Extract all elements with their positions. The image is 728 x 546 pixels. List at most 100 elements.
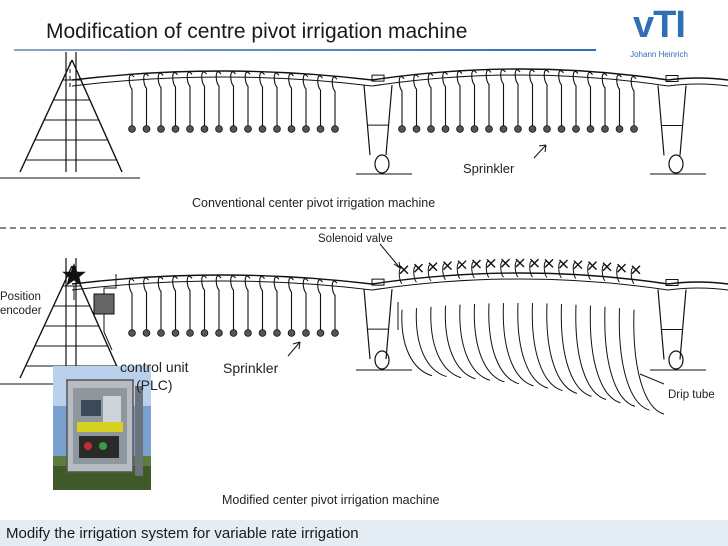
valve-loop-8 <box>514 260 521 278</box>
solenoid-valve-15 <box>617 263 626 273</box>
top-sprinkler-b-0-nozzle <box>398 125 406 133</box>
top-sprinkler-7-hose <box>230 71 236 126</box>
bottom-sprinkler-3-nozzle <box>171 329 180 337</box>
top-sprinkler-11-nozzle <box>287 125 296 133</box>
valve-loop-7 <box>500 260 506 278</box>
top-sprinkler-b-4-hose <box>456 71 463 126</box>
top-tower-2-cap <box>665 75 679 83</box>
bottom-sprinkler-7-hose <box>230 275 236 330</box>
top-sprinkler-b-1-hose <box>413 74 419 126</box>
top-sprinkler-13-hose <box>317 75 323 126</box>
top-sprinkler-9-hose <box>259 72 265 126</box>
bottom-sprinkler-2-nozzle <box>157 329 165 337</box>
logo-wordmark: vTI <box>633 4 686 46</box>
plc-photo <box>53 366 151 490</box>
top-sprinkler-b-10-hose <box>543 69 550 126</box>
top-sprinkler-11-hose <box>288 73 294 126</box>
drip-tube-3 <box>444 305 476 380</box>
control-unit-label: control unit (PLC) <box>120 359 189 393</box>
top-tower-2-frame <box>657 85 687 156</box>
top-sprinkler-0-hose <box>128 74 135 126</box>
title-underline <box>14 49 596 51</box>
top-sprinkler-b-2-hose <box>427 73 434 126</box>
drip-tube-1 <box>415 308 447 378</box>
bottom-sprinkler-9-hose <box>259 276 265 330</box>
valve-loop-15 <box>616 265 622 283</box>
slide-title: Modification of centre pivot irrigation … <box>46 20 468 43</box>
top-pipe-upper-0 <box>71 70 373 81</box>
top-sprinkler-b-2-nozzle <box>427 125 435 133</box>
top-pipe-upper-1 <box>371 68 669 81</box>
top-sprinkler-b-15-nozzle <box>615 125 624 133</box>
bottom-sprinkler-12-nozzle <box>302 329 310 337</box>
top-sprinkler-b-3-hose <box>442 72 448 126</box>
bottom-sprinkler-5-nozzle <box>200 329 209 337</box>
top-sprinkler-8-hose <box>244 71 251 126</box>
bottom-sprinkler-14-hose <box>331 280 338 330</box>
bottom-sprinkler-label: Sprinkler <box>223 360 279 376</box>
drip-tube-arrow <box>639 373 665 385</box>
top-sprinkler-3-nozzle <box>171 125 180 133</box>
valve-loop-11 <box>558 261 564 279</box>
top-sprinkler-3-hose <box>172 72 178 126</box>
top-tower-1-cap <box>371 74 385 82</box>
top-sprinkler-b-12-hose <box>572 71 579 126</box>
valve-loop-10 <box>543 261 550 278</box>
bottom-pipe-upper-0 <box>71 274 373 285</box>
bottom-pipe-upper-1 <box>371 272 669 285</box>
top-tower-1-wheel <box>374 154 390 174</box>
top-sprinkler-b-7-nozzle <box>499 125 508 133</box>
bottom-sprinkler-4-hose <box>186 275 193 330</box>
bottom-sprinkler-11-hose <box>288 277 294 330</box>
plc-cabinet-image <box>53 366 151 490</box>
top-sprinkler-b-16-nozzle <box>630 125 638 133</box>
top-pipe-lower-0 <box>71 76 373 87</box>
position-encoder-icon <box>62 263 86 286</box>
bottom-sprinkler-9-nozzle <box>258 329 267 337</box>
logo-subtitle: Johann Heinrich <box>630 50 688 59</box>
top-sprinkler-b-5-nozzle <box>470 125 479 133</box>
top-tower-1-frame <box>363 85 393 156</box>
bottom-tower-2-wheel <box>668 350 684 370</box>
bottom-sprinkler-arrowhead <box>292 341 301 350</box>
drip-tube-2 <box>430 306 462 379</box>
bottom-tower-1-cap <box>371 278 385 286</box>
valve-loop-16 <box>630 267 637 285</box>
bottom-sprinkler-14-nozzle <box>331 329 339 337</box>
bottom-sprinkler-6-hose <box>215 275 222 330</box>
control-wire-down <box>103 314 113 351</box>
top-sprinkler-5-nozzle <box>200 125 209 133</box>
bottom-sprinkler-6-nozzle <box>215 329 223 337</box>
top-sprinkler-b-14-hose <box>601 73 608 126</box>
top-sprinkler-b-15-hose <box>616 74 622 126</box>
top-sprinkler-b-14-nozzle <box>601 125 609 133</box>
valve-loop-6 <box>485 261 492 278</box>
top-sprinkler-b-6-nozzle <box>485 125 493 133</box>
valve-loop-12 <box>572 262 579 280</box>
top-sprinkler-1-nozzle <box>142 125 151 133</box>
top-sprinkler-b-5-hose <box>471 70 477 126</box>
top-sprinkler-10-nozzle <box>273 125 281 133</box>
drip-tube-13 <box>589 305 621 404</box>
bottom-sprinkler-10-hose <box>273 276 280 330</box>
top-sprinkler-1-hose <box>143 73 149 126</box>
top-sprinkler-b-8-hose <box>514 69 521 126</box>
top-sprinkler-b-16-hose <box>630 76 637 126</box>
solenoid-valve-9 <box>530 258 539 268</box>
solenoid-valve-3 <box>443 261 452 271</box>
top-sprinkler-6-nozzle <box>215 125 223 133</box>
top-pipe-lower-2 <box>667 83 728 87</box>
drip-tube-6 <box>488 303 520 385</box>
solenoid-valve-7 <box>501 258 510 268</box>
top-pivot-legs <box>19 59 123 173</box>
footer-statement: Modify the irrigation system for variabl… <box>6 525 359 542</box>
valve-loop-2 <box>427 264 434 282</box>
drip-tube-8 <box>517 302 549 389</box>
top-sprinkler-2-hose <box>157 72 164 126</box>
top-sprinkler-b-12-nozzle <box>572 125 580 133</box>
bottom-sprinkler-13-nozzle <box>316 329 325 337</box>
solenoid-valve-label: Solenoid valve <box>318 233 393 245</box>
drip-tube-11 <box>560 303 592 397</box>
top-caption: Conventional center pivot irrigation mac… <box>192 196 436 210</box>
